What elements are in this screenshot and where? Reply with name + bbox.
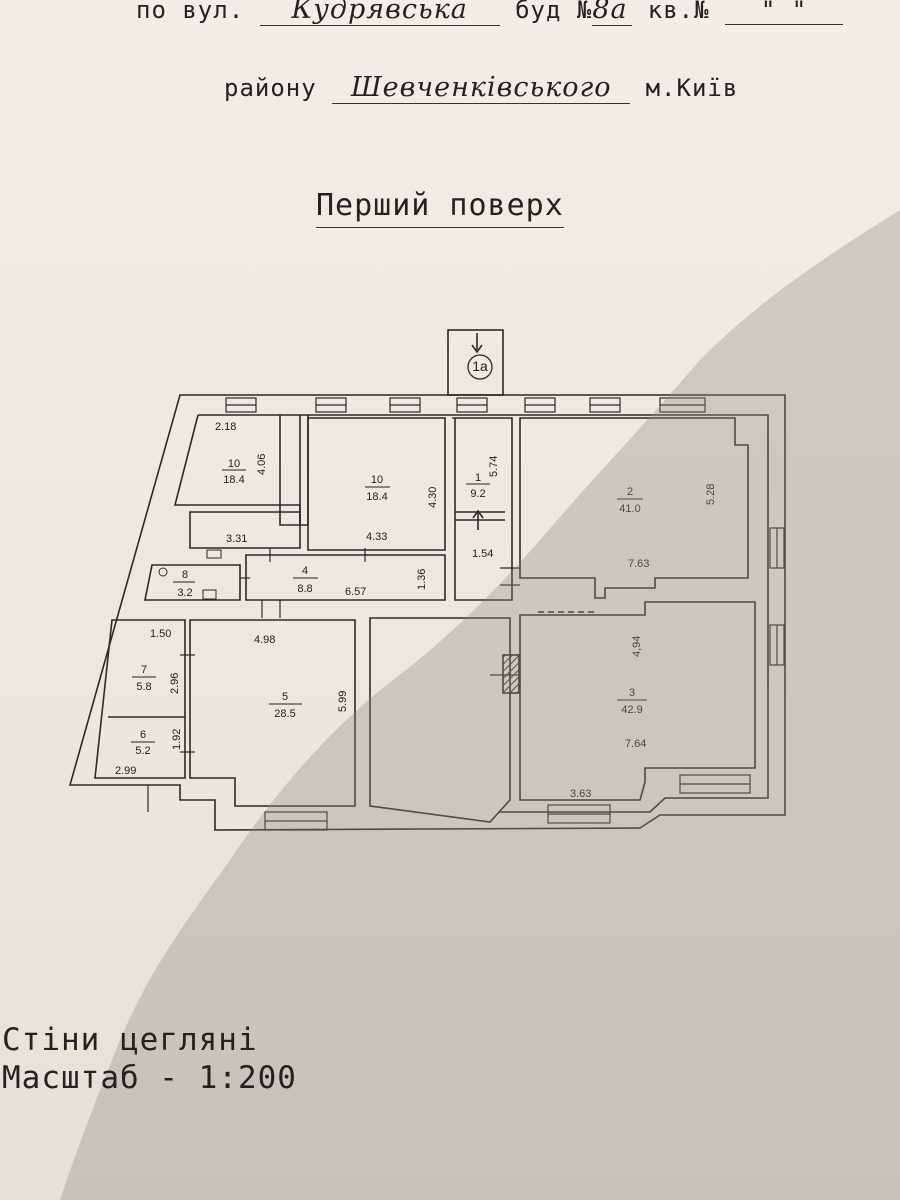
dim-label: 4.33 [366,531,387,543]
room-4-number: 4 [302,565,308,577]
toilet-fixture [206,549,222,559]
room-8-area: 3.2 [177,587,192,599]
dim-label: 7.63 [628,558,649,570]
room-10-area: 18.4 [366,491,387,503]
room-2-number: 2 [627,486,633,498]
dimension-labels: 2.18 4.06 3.31 4.30 4.33 5.74 1.54 5.28 … [115,421,717,800]
room-5-area: 28.5 [274,708,295,720]
street-prefix: по вул. [136,0,245,24]
entrance-marker [467,354,493,380]
inner-outline [198,414,769,813]
outer-wall [68,394,786,831]
room-labels [131,469,647,743]
district-line: району Шевченківського м.Київ [224,72,738,104]
apartment-prefix: кв.№ [647,0,710,24]
dim-label: 7.64 [625,738,646,750]
chimney [502,654,520,694]
city: м.Київ [645,74,739,102]
scale-note: Масштаб - 1:200 [2,1060,297,1096]
washbasin [158,567,168,577]
dim-label: 2.96 [169,673,181,694]
room-1-number: 1 [475,472,481,484]
room-10-number: 10 [371,474,383,486]
dim-label: 4,94 [631,636,643,657]
entrance-label: 1а [472,358,488,374]
dim-label: 1.50 [150,628,171,640]
room-6-area: 5.2 [135,745,150,757]
dim-label: 4.30 [427,487,439,508]
room-3-number: 3 [629,687,635,699]
apartment-field: " " [725,0,844,25]
room-7-area: 5.8 [136,681,151,693]
dim-label: 2.99 [115,765,136,777]
entrance-vestibule [447,329,504,396]
walls-note: Стіни цегляні [2,1022,258,1058]
windows [225,397,785,831]
room-9-area: 18.4 [223,474,244,486]
room-5-number: 5 [282,691,288,703]
dim-label: 3.31 [226,533,247,545]
room-8-number: 8 [182,569,188,581]
dim-label: 3.63 [570,788,591,800]
address-line: по вул. Кудрявська буд №8а кв.№ " " [136,0,844,26]
dim-label: 4.98 [254,634,275,646]
dim-label: 6.57 [345,586,366,598]
room-6-number: 6 [140,729,146,741]
dim-label: 5.99 [337,691,349,712]
dim-label: 1.54 [472,548,493,560]
dim-label: 2.18 [215,421,236,433]
room-7-number: 7 [141,664,147,676]
page-title: Перший поверх [316,188,564,228]
street-field: Кудрявська [259,0,500,26]
dim-label: 4.06 [256,454,268,475]
dim-label: 1.36 [416,569,428,590]
district-prefix: району [224,74,317,102]
room-3-area: 42.9 [621,704,642,716]
dim-label: 5.28 [705,484,717,505]
room-1-area: 9.2 [470,488,485,500]
district-field: Шевченківського [332,72,631,104]
room-9-number: 10 [228,458,240,470]
room-2-area: 41.0 [619,503,640,515]
building-prefix: буд № [515,0,593,24]
dim-label: 1.92 [171,729,183,750]
dim-label: 5.74 [488,456,500,477]
room-4-area: 8.8 [297,583,312,595]
building-field: 8а [592,0,633,26]
